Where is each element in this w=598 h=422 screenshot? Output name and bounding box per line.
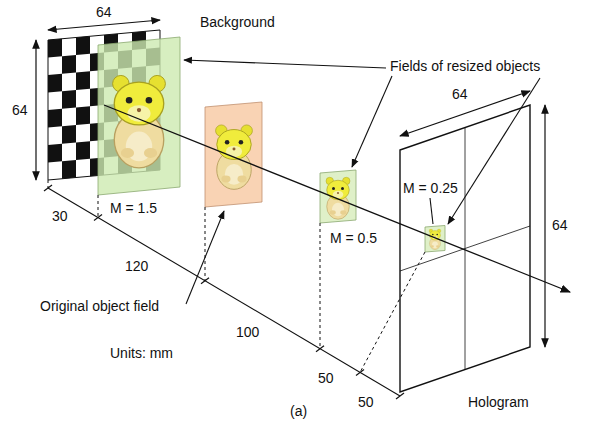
distance-label: 30 [52, 208, 68, 224]
board-cell [76, 141, 90, 160]
original-field-plane [205, 102, 262, 207]
dimension-line [35, 40, 36, 180]
board-cell [48, 144, 62, 163]
plane-label: Hologram [468, 394, 529, 410]
board-cell [76, 106, 90, 125]
optical-axis [104, 105, 570, 292]
distance-label: 100 [236, 324, 259, 340]
board-cell [48, 74, 62, 93]
field-plane [320, 170, 356, 223]
hologram-plane [400, 105, 530, 392]
magnification-label: M = 0.25 [403, 180, 458, 196]
board-cell [62, 55, 76, 74]
field-plane [98, 37, 180, 195]
distance-label: 50 [358, 394, 374, 410]
board-cell [62, 160, 76, 179]
callout-label: Fields of resized objects [390, 58, 540, 74]
dimension-label: 64 [12, 102, 28, 118]
distance-label: 120 [125, 258, 148, 274]
board-cell [62, 125, 76, 144]
dimension-label: 64 [96, 4, 112, 20]
callout-label: Original object field [40, 298, 159, 314]
dimension-label: 64 [552, 217, 568, 233]
dimension-ticks [44, 185, 404, 399]
units-note: Units: mm [110, 345, 173, 361]
crosshair [400, 226, 530, 271]
magnification-label: M = 1.5 [110, 200, 157, 216]
field-plane [425, 226, 445, 253]
dashed-guides [48, 180, 425, 372]
board-cell [48, 109, 62, 128]
distance-label: 50 [318, 370, 334, 386]
caption: (a) [290, 403, 307, 419]
dimension-line [48, 188, 400, 396]
board-cell [62, 90, 76, 109]
magnification-label: M = 0.5 [330, 230, 377, 246]
hamster [113, 75, 166, 167]
plane-label: Background [200, 14, 275, 30]
board-cell [48, 39, 62, 58]
dimension-label: 64 [452, 86, 468, 102]
board-cell [76, 36, 90, 55]
dimension-line [544, 105, 545, 347]
board-cell [76, 71, 90, 90]
leader-lines [184, 60, 540, 304]
dimension-line [48, 20, 160, 30]
